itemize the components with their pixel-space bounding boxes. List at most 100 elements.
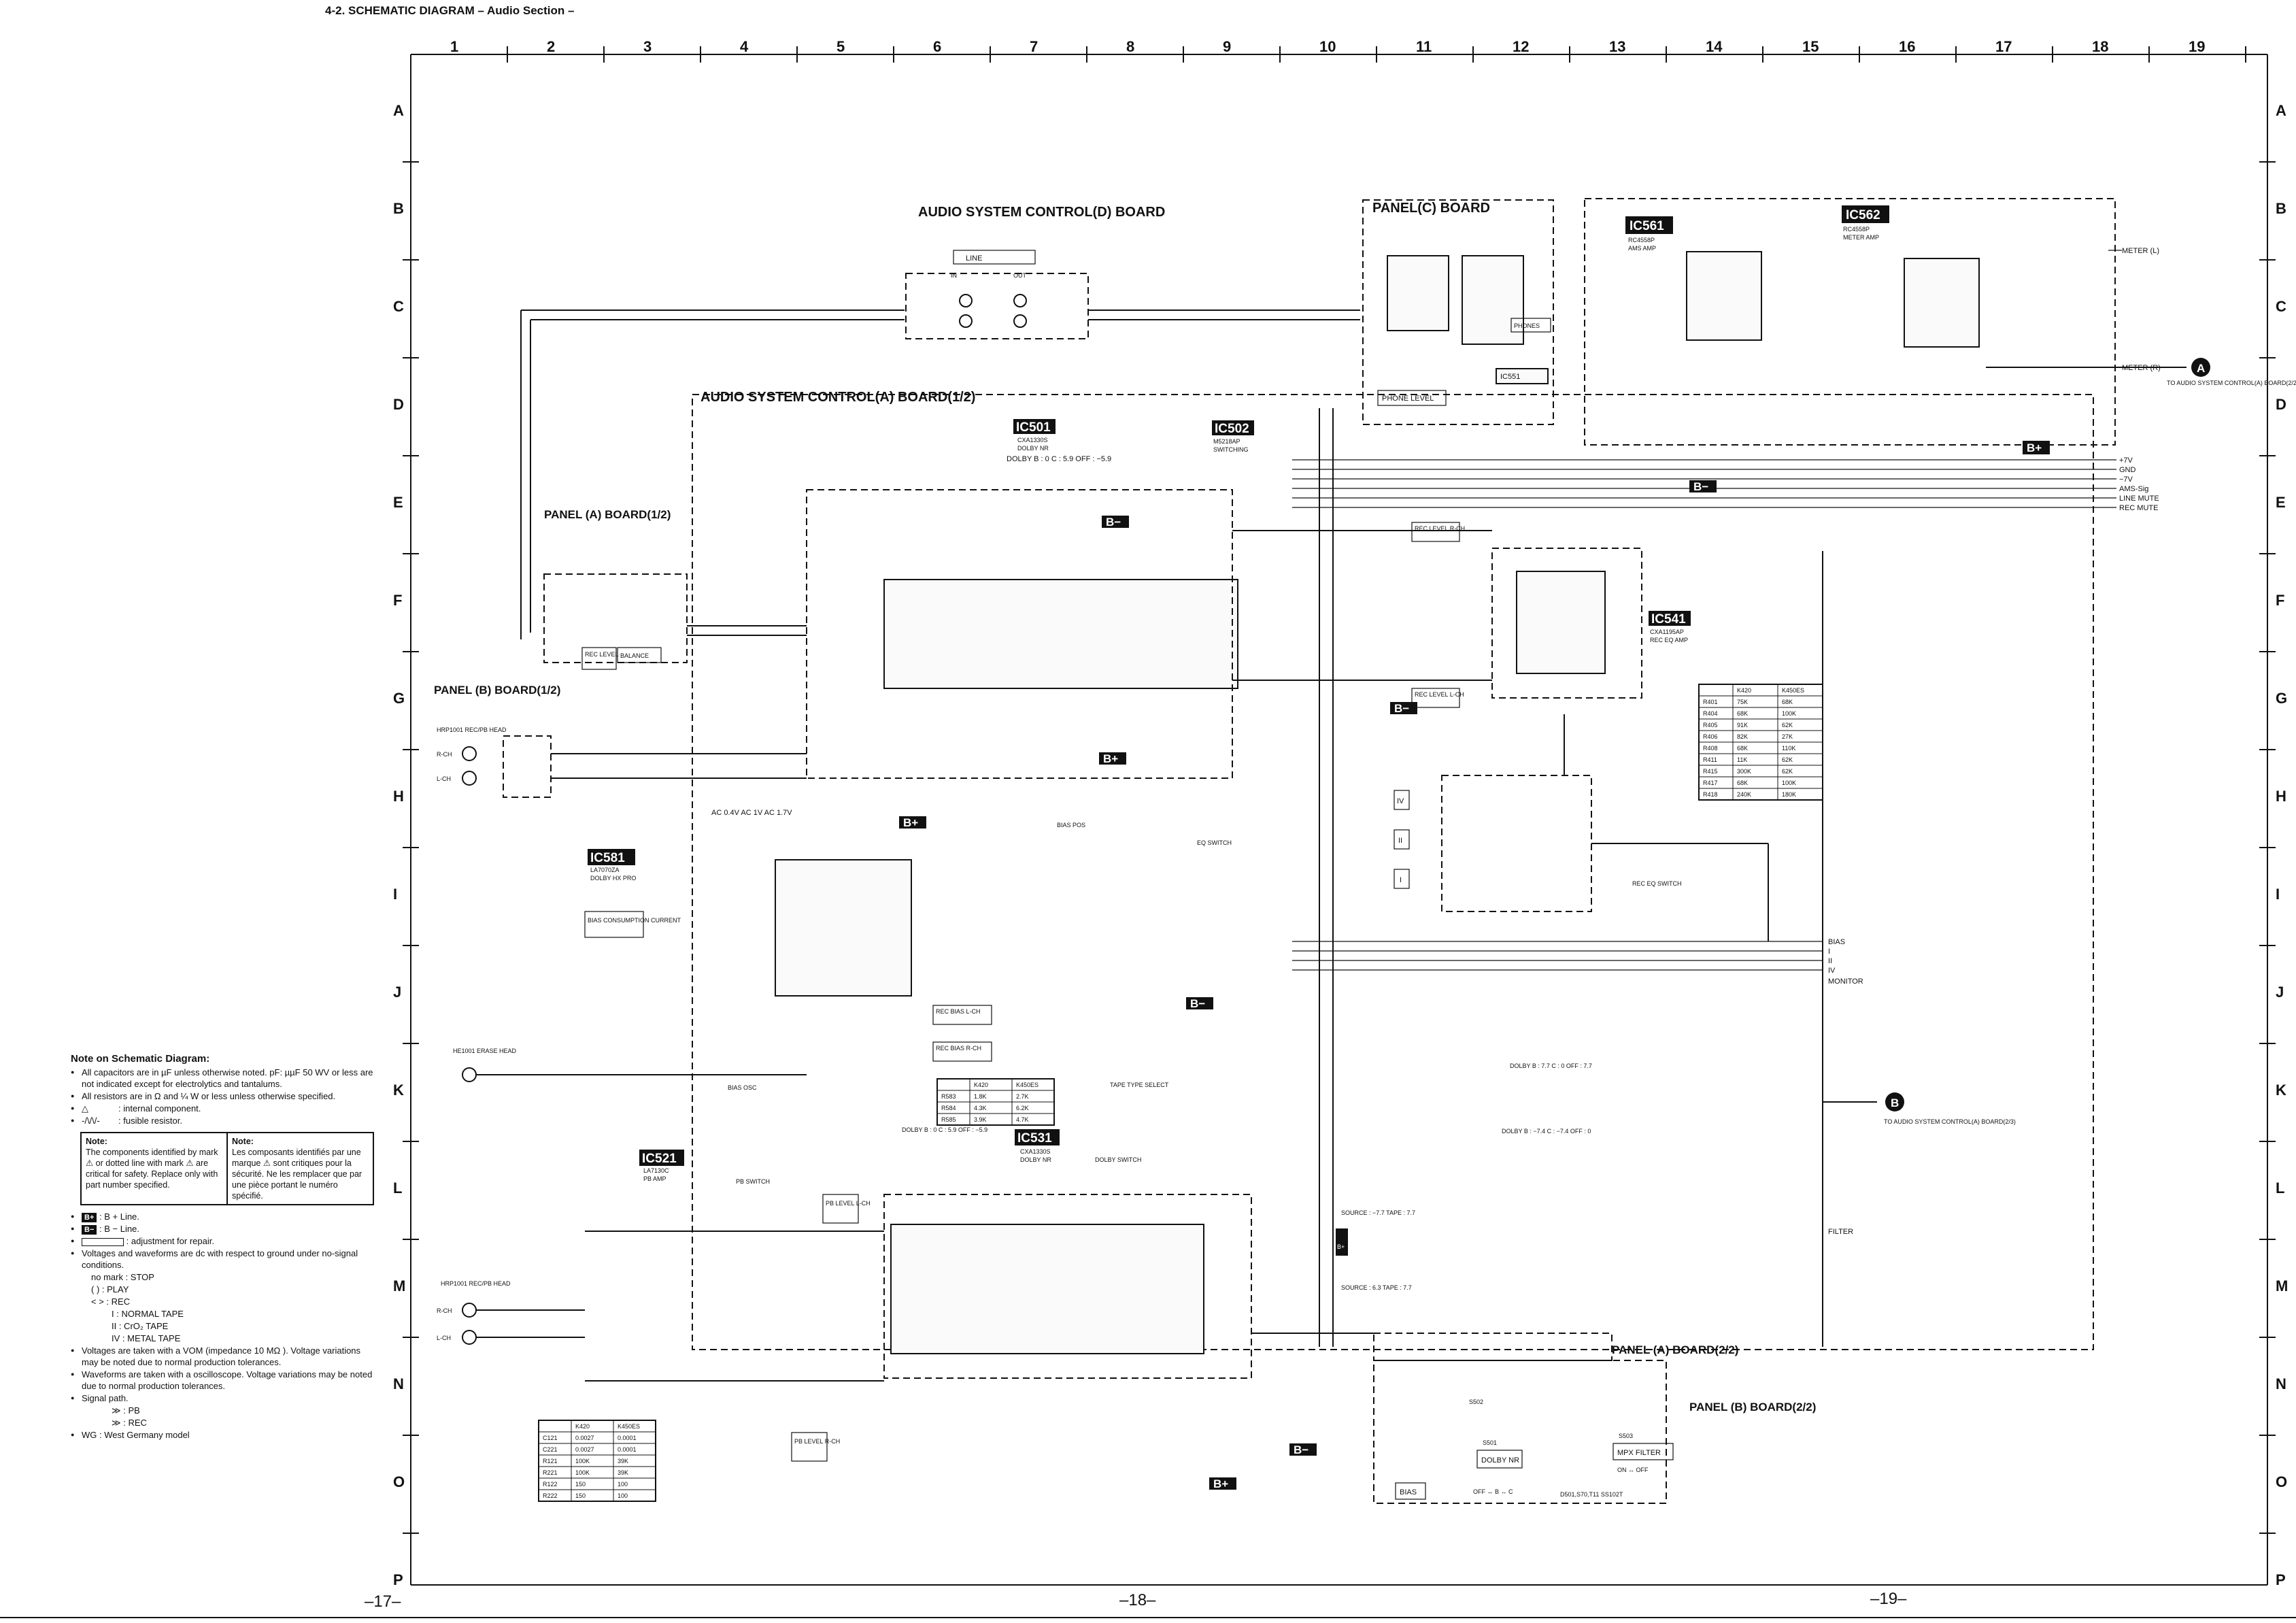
- rail-label: GND: [2119, 466, 2136, 474]
- grid-row-label-left: M: [393, 1277, 405, 1294]
- bminus-line-icon: B−: [82, 1225, 97, 1235]
- connector-b-mark: [1885, 1092, 1904, 1111]
- grid-column-label: 7: [1030, 38, 1038, 55]
- table-cell: 11K: [1737, 756, 1747, 763]
- grid-column-label: 8: [1126, 38, 1134, 55]
- tape-iv-label: IV: [1397, 797, 1404, 805]
- safety-note-en-text: The components identified by mark ⚠ or d…: [86, 1148, 218, 1190]
- notes-list-2: B+ : B + Line. B− : B − Line. : adjustme…: [71, 1211, 378, 1441]
- table-cell: 39K: [618, 1469, 628, 1476]
- ic531-func: DOLBY NR: [1020, 1156, 1051, 1163]
- board-title-sys-d: AUDIO SYSTEM CONTROL(D) BOARD: [918, 205, 1165, 220]
- note-signal: Signal path.: [71, 1392, 378, 1404]
- table-header-cell: K420: [974, 1082, 988, 1088]
- ic501-part: CXA1330S: [1017, 437, 1048, 444]
- bias-osc-label: BIAS OSC: [728, 1084, 757, 1091]
- balance-label: BALANCE: [620, 652, 649, 659]
- board-panel-a2: PANEL (A) BOARD(2/2): [1373, 1333, 1738, 1361]
- ic541-part: CXA1195AP: [1650, 629, 1684, 635]
- rail-label: +7V: [2119, 456, 2133, 465]
- grid-column-label: 15: [1802, 38, 1819, 55]
- table-cell: 150: [575, 1481, 586, 1488]
- table-cell: R406: [1703, 733, 1718, 740]
- grid-column-label: 18: [2092, 38, 2108, 55]
- table-cell: 180K: [1782, 791, 1796, 798]
- grid-column-label: 4: [740, 38, 749, 55]
- dolby-state-label: DOLBY B : 0 C : 5.9 OFF : −5.9: [1007, 455, 1111, 463]
- s503-label: S503: [1619, 1433, 1633, 1439]
- schematic-notes: Note on Schematic Diagram: All capacitor…: [71, 1053, 378, 1441]
- table-cell: R121: [543, 1458, 558, 1465]
- table-cell: 62K: [1782, 722, 1793, 729]
- grid-row-label-right: J: [2276, 984, 2284, 1001]
- bus-label: I: [1828, 948, 1830, 956]
- table-header-cell: K420: [1737, 687, 1751, 694]
- to-sys-b-label: TO AUDIO SYSTEM CONTROL(A) BOARD(2/3): [1884, 1118, 2016, 1125]
- lch-label: L-CH: [437, 775, 451, 782]
- note-bplus-desc: : B + Line.: [99, 1211, 139, 1222]
- pb-bplus: B+: [1213, 1477, 1228, 1490]
- grid-column-label: 9: [1223, 38, 1231, 55]
- mpx-on-off-label: ON ↔ OFF: [1617, 1467, 1649, 1473]
- grid-row-label-left: D: [393, 396, 404, 413]
- dolby-nr-switch-label: DOLBY NR: [1481, 1456, 1519, 1465]
- grid-row-label-right: A: [2276, 102, 2286, 119]
- dolby-switch-label: DOLBY SWITCH: [1095, 1156, 1141, 1163]
- table-cell: 0.0001: [618, 1435, 637, 1441]
- grid-row-label-right: O: [2276, 1473, 2287, 1490]
- bias-pos-label: BIAS POS: [1057, 822, 1085, 829]
- board-sys-a: AUDIO SYSTEM CONTROL(A) BOARD(1/2) IC501…: [538, 390, 2094, 1502]
- notes-title: Note on Schematic Diagram:: [71, 1053, 210, 1065]
- note-tape-cro2: II : CrO₂ TAPE: [112, 1321, 169, 1331]
- table-cell: 0.0001: [618, 1446, 637, 1453]
- grid-row-label-left: E: [393, 494, 403, 511]
- grid-row-label-right: F: [2276, 592, 2284, 609]
- board-title-panel-a2: PANEL (A) BOARD(2/2): [1612, 1343, 1738, 1356]
- note-adjust: : adjustment for repair.: [71, 1235, 378, 1247]
- rail-label: REC MUTE: [2119, 504, 2158, 512]
- rec-level-lch-label: REC LEVEL L-CH: [1415, 691, 1464, 698]
- grid-column-label: 2: [547, 38, 555, 55]
- table-cell: R585: [941, 1116, 956, 1123]
- ic561-part: RC4558P: [1628, 237, 1655, 244]
- lch-label: L-CH: [437, 1335, 451, 1341]
- rail-label: −7V: [2119, 475, 2133, 484]
- grid-row-label-right: E: [2276, 494, 2286, 511]
- board-title-panel-a1: PANEL (A) BOARD(1/2): [544, 508, 671, 521]
- rec-bias-lch-label: REC BIAS L-CH: [936, 1008, 981, 1015]
- pb-level-lch-label: PB LEVEL L-CH: [826, 1200, 871, 1207]
- ic541-func: REC EQ AMP: [1650, 637, 1688, 643]
- hx-bplus: B+: [903, 816, 918, 829]
- line-in-label: IN: [951, 272, 957, 279]
- safety-note-fr-text: Les composants identifiés par une marque…: [232, 1148, 362, 1201]
- table-cell: 110K: [1782, 745, 1795, 752]
- note-signal-pb-desc: : PB: [123, 1405, 140, 1416]
- bias-switch-label: BIAS: [1400, 1488, 1417, 1496]
- dolby-state2-label: DOLBY B : 7.7 C : 0 OFF : 7.7: [1510, 1063, 1592, 1069]
- meter-l-label: METER (L): [2122, 247, 2159, 255]
- rail-label: AMS-Sig: [2119, 485, 2148, 493]
- ic562-tag: IC562: [1846, 208, 1880, 222]
- line-out-label: OUT: [1013, 272, 1027, 279]
- board-sys-d: AUDIO SYSTEM CONTROL(D) BOARD LINE IN OU…: [905, 205, 1165, 339]
- table-cell: 68K: [1737, 780, 1748, 786]
- grid-row-label-right: K: [2276, 1082, 2286, 1099]
- phones-label: PHONES: [1514, 322, 1540, 329]
- safety-note-en: Note:The components identified by mark ⚠…: [82, 1133, 226, 1204]
- table-cell: 62K: [1782, 768, 1793, 775]
- mpx-filter-label: MPX FILTER: [1617, 1449, 1661, 1457]
- eq-switch-label: EQ SWITCH: [1197, 839, 1232, 846]
- ic581-part: LA7070ZA: [590, 867, 620, 873]
- ic502-func: SWITCHING: [1213, 446, 1249, 453]
- filter-label: FILTER: [1828, 1228, 1853, 1236]
- grid-row-label-right: G: [2276, 690, 2287, 707]
- dolby-off-b-c-label: OFF ↔ B ↔ C: [1473, 1488, 1513, 1495]
- board-title-sys-a: AUDIO SYSTEM CONTROL(A) BOARD(1/2): [700, 390, 975, 405]
- table-cell: 0.0027: [575, 1435, 594, 1441]
- tape-i-label: I: [1400, 876, 1402, 884]
- table-cell: 0.0027: [575, 1446, 594, 1453]
- note-tape-normal: I : NORMAL TAPE: [112, 1309, 184, 1319]
- note-tape-metal: IV : METAL TAPE: [112, 1333, 181, 1343]
